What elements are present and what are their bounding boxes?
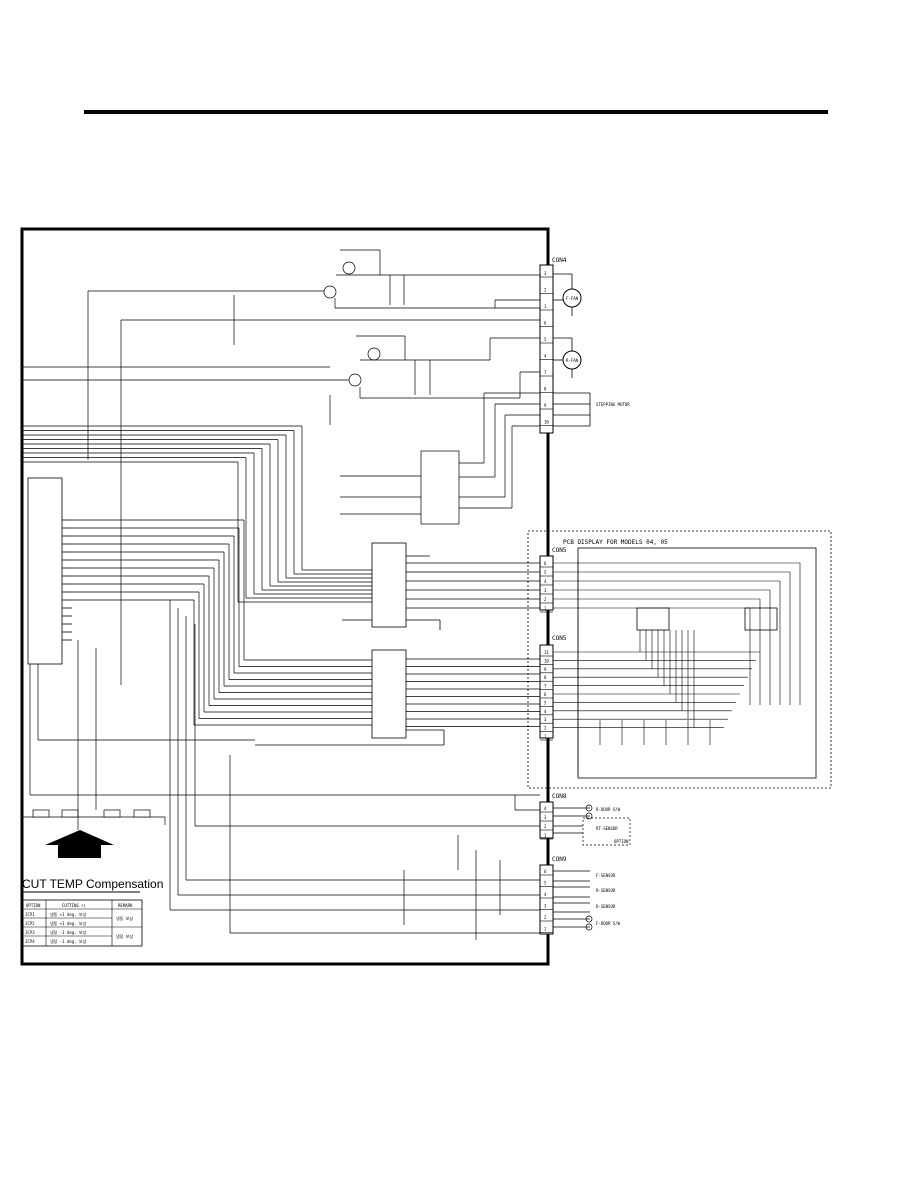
fan-top-label: F-FAN (566, 296, 579, 301)
pin-number: 1 (544, 304, 547, 309)
fan-driver-circuit-top (87, 249, 540, 685)
con8-label: CON8 (552, 793, 567, 800)
pin-number: 6 (544, 561, 547, 566)
pin-number: 7 (544, 684, 547, 689)
pin-number: 1 (544, 833, 547, 838)
con5-top-connector: CON5 6 5 4 3 2 1 (539, 547, 567, 613)
pin-number: 4 (544, 579, 547, 584)
pcb-display-title: PCB DISPLAY FOR MODELS 04, 05 (563, 539, 668, 546)
pin-number: 2 (544, 597, 547, 602)
con5-top-label: CON5 (552, 547, 567, 554)
sensor-feed-lines (29, 600, 540, 940)
row-option: JCP1 (25, 912, 35, 917)
stepping-driver-ic (340, 392, 540, 525)
pin-number: 4 (544, 709, 547, 714)
pin-number: 10 (544, 658, 549, 663)
stepping-motor-label: STEPPING MOTOR (596, 402, 630, 407)
row-cutting: 냉동 +1 deg. 보상 (50, 920, 87, 926)
row-option: JCP2 (25, 921, 35, 926)
mcu-bus-lines (22, 425, 540, 727)
shift-register-ic-1 (342, 542, 441, 630)
pin-number: 10 (544, 420, 549, 425)
pin-number: 6 (544, 692, 547, 697)
pin-number: 11 (544, 650, 549, 655)
pin-number: 2 (544, 915, 547, 920)
stepping-motor-leads: STEPPING MOTOR (553, 392, 630, 427)
resistor-chain (22, 809, 166, 825)
option-label: OPTION (614, 839, 629, 844)
row-cutting: 냉장 -1 deg. 보상 (50, 929, 87, 935)
r-door-label: R-DOOR S/W (596, 807, 621, 812)
header-cutting: CUTTING 시 (62, 903, 85, 908)
seven-segment-display-left (636, 607, 670, 631)
row-remark: 냉동 보상 (116, 915, 133, 921)
pin-number: 3 (544, 588, 547, 593)
pin-number: 5 (544, 570, 547, 575)
pin-number: 5 (544, 881, 547, 886)
pin-number: 5 (544, 337, 547, 342)
pin-number: 2 (544, 824, 547, 829)
fan-bottom-label: R-FAN (566, 358, 579, 363)
row-option: JCP4 (25, 939, 35, 944)
pin-number: 9 (544, 403, 547, 408)
con5-bottom-label: CON5 (552, 635, 567, 642)
con4-connector: CON4 3 2 1 6 5 4 7 8 9 10 (539, 257, 567, 434)
pin-number: 8 (544, 387, 547, 392)
pin-number: 6 (544, 321, 547, 326)
header-option: OPTION (26, 903, 41, 908)
row-remark: 냉장 보상 (116, 933, 133, 939)
cut-temp-compensation: CUT TEMP Compensation OPTION CUTTING 시 R… (21, 877, 163, 947)
seven-segment-display-right (744, 607, 778, 631)
pin-number: 3 (544, 271, 547, 276)
cut-temp-title: CUT TEMP Compensation (22, 877, 163, 891)
pin-number: 3 (544, 904, 547, 909)
fan-motor-bottom: R-FAN (553, 337, 582, 378)
con9-connector: CON9 6 5 4 3 2 1 F-SENSOR R-SENSOR D-SENSOR F… (539, 856, 621, 935)
pin-number: 1 (544, 606, 547, 611)
pin-number: 4 (544, 806, 547, 811)
shift-register-ic-2 (255, 649, 445, 746)
pin-number: 3 (544, 815, 547, 820)
pin-number: 4 (544, 354, 547, 359)
pin-number: 2 (544, 726, 547, 731)
con9-label: CON9 (552, 856, 567, 863)
row-cutting: 냉장 -1 deg. 보상 (50, 938, 87, 944)
pin-number: 1 (544, 927, 547, 932)
con8-connector: CON8 4 3 2 1 R-DOOR S/W RT-SENSOR OPTION (539, 793, 631, 846)
header-remark: REMARK (118, 903, 133, 908)
mcu-chip (27, 477, 72, 665)
up-arrow-icon (45, 830, 114, 858)
d-sensor-label: D-SENSOR (596, 904, 616, 909)
fan-driver-circuit-bottom (22, 335, 540, 425)
fan-motor-top: F-FAN (553, 273, 582, 316)
pin-number: 8 (544, 675, 547, 680)
con5-bottom-connector: CON5 11 10 9 8 7 6 5 4 3 2 1 (539, 635, 567, 741)
pin-number: 5 (544, 700, 547, 705)
r-sensor-label: R-SENSOR (596, 888, 616, 893)
pin-number: 3 (544, 717, 547, 722)
pin-number: 4 (544, 892, 547, 897)
f-sensor-label: F-SENSOR (596, 873, 616, 878)
rt-sensor-label: RT-SENSOR (596, 826, 618, 831)
con4-label: CON4 (552, 257, 567, 264)
pin-number: 9 (544, 667, 547, 672)
row-cutting: 냉동 +1 deg. 보상 (50, 911, 87, 917)
pin-number: 6 (544, 869, 547, 874)
row-option: JCP3 (25, 930, 35, 935)
f-door-label: F-DOOR S/W (596, 921, 621, 926)
pcb-display-box: PCB DISPLAY FOR MODELS 04, 05 (527, 530, 832, 789)
pin-number: 2 (544, 288, 547, 293)
pin-number: 7 (544, 370, 547, 375)
pin-number: 1 (544, 734, 547, 739)
header-rule (84, 110, 828, 114)
